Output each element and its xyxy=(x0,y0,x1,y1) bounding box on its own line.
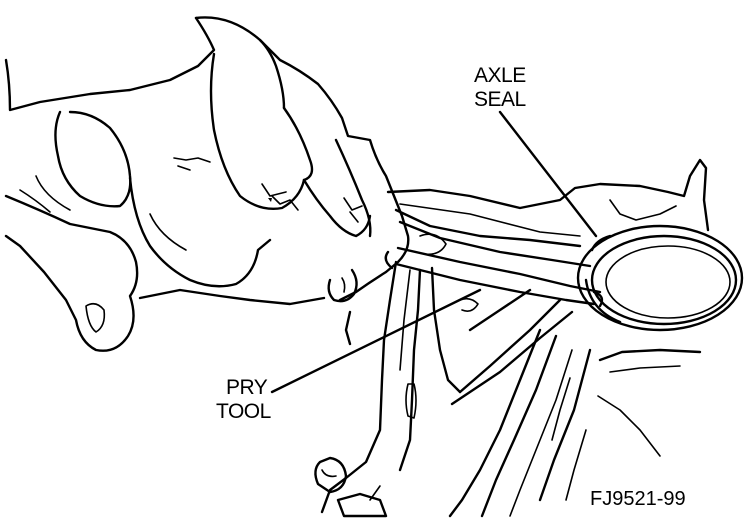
figure-id: FJ9521-99 xyxy=(590,488,686,510)
axle-seal-label-line1: AXLE xyxy=(474,64,526,87)
pry-tool-label-line1: PRY xyxy=(226,376,268,399)
axle-seal-leader xyxy=(498,110,598,238)
axle-seal-label: AXLE SEAL xyxy=(474,64,527,111)
hand xyxy=(4,16,410,352)
pry-tool xyxy=(384,208,604,308)
pry-tool-leader xyxy=(270,288,482,394)
axle-seal xyxy=(576,224,744,332)
pry-tool-label-line2: TOOL xyxy=(216,400,271,423)
pry-tool-label: PRY TOOL xyxy=(216,376,271,423)
axle-housing xyxy=(314,158,710,518)
axle-seal-label-line2: SEAL xyxy=(474,88,526,111)
leader-lines xyxy=(270,110,598,394)
